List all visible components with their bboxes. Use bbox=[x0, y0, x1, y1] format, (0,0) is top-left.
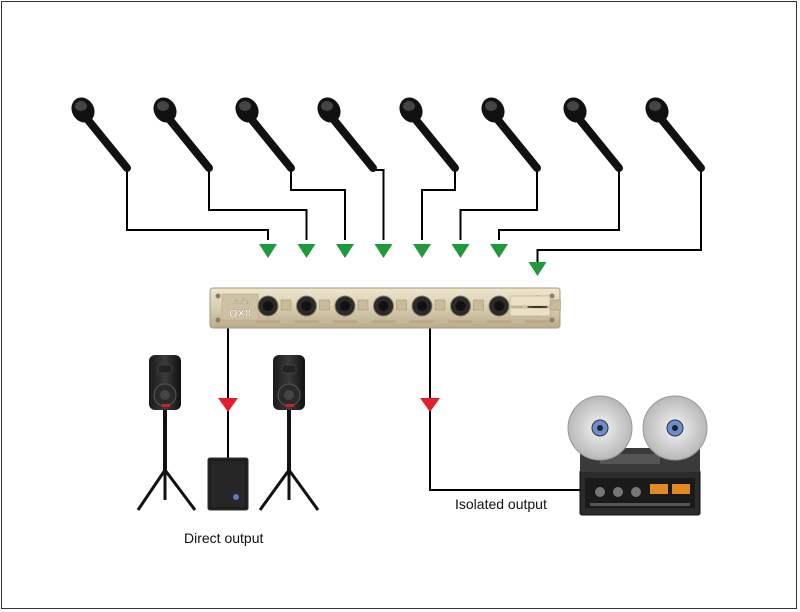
isolated-output-cable bbox=[429, 322, 582, 491]
mic-cable bbox=[459, 170, 538, 240]
microphone-icon bbox=[399, 97, 459, 172]
xlr-jack bbox=[371, 295, 407, 323]
brand-logo: Radial bbox=[229, 297, 252, 306]
xlr-jack bbox=[256, 295, 292, 323]
microphone-icon bbox=[481, 97, 541, 172]
isolated-output-label: Isolated output bbox=[455, 496, 547, 512]
mic-cable bbox=[421, 170, 456, 240]
xlr-jack bbox=[410, 295, 446, 323]
model-logo: OX8 bbox=[229, 308, 251, 320]
microphone-icon bbox=[645, 97, 705, 172]
pa-speaker-left-icon bbox=[136, 355, 197, 511]
isolated-output-arrow bbox=[420, 398, 440, 412]
mic-cable bbox=[126, 170, 269, 240]
input-arrow bbox=[413, 244, 431, 258]
xlr-jack bbox=[294, 295, 330, 323]
xlr-jack bbox=[448, 295, 484, 323]
mic-cables bbox=[126, 169, 702, 262]
pa-speaker-right-icon bbox=[258, 355, 320, 511]
input-arrow bbox=[297, 244, 316, 258]
microphones bbox=[71, 97, 705, 172]
input-arrow bbox=[528, 262, 547, 276]
input-arrows bbox=[259, 244, 547, 276]
input-arrow bbox=[259, 244, 277, 258]
input-arrow bbox=[374, 244, 393, 258]
input-arrow bbox=[490, 244, 508, 258]
output-arrows bbox=[218, 398, 440, 412]
mic-cable bbox=[373, 169, 385, 240]
output-cables bbox=[227, 322, 582, 491]
reel-to-reel-recorder-icon bbox=[567, 395, 708, 516]
mic-cable bbox=[536, 170, 702, 262]
direct-output-label: Direct output bbox=[184, 530, 264, 546]
microphone-icon bbox=[563, 97, 623, 172]
microphone-icon bbox=[235, 97, 295, 172]
xlr-jack bbox=[333, 295, 369, 323]
direct-output-arrow bbox=[218, 398, 238, 412]
rack-splitter: Radial OX8 bbox=[209, 287, 561, 329]
input-arrow bbox=[336, 244, 354, 258]
input-arrow bbox=[451, 244, 470, 258]
microphone-icon bbox=[317, 97, 377, 172]
mic-cable bbox=[290, 170, 346, 240]
mic-cable bbox=[208, 170, 308, 240]
mic-cable bbox=[498, 170, 620, 240]
microphone-icon bbox=[71, 97, 131, 172]
subwoofer-icon bbox=[207, 457, 249, 511]
microphone-icon bbox=[153, 97, 213, 172]
